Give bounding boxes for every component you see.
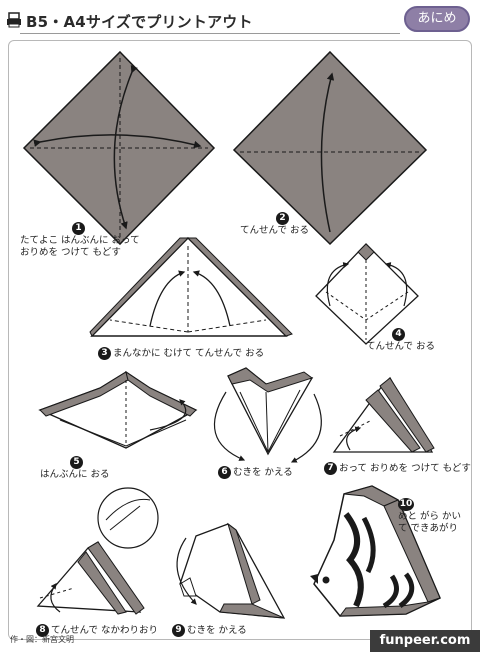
- step10-label: 10 めと がら かいて できあがり: [398, 498, 468, 535]
- header-divider: [20, 33, 400, 34]
- step7-diagram: [332, 376, 435, 453]
- step3-text: まんなかに むけて てんせんで おる: [113, 348, 265, 359]
- step6-text: むきを かえる: [233, 467, 293, 478]
- printer-icon: [7, 12, 21, 28]
- step2-label: 2 てんせんで おる: [240, 212, 309, 237]
- step6-diagram: [213, 367, 322, 463]
- step2-diagram: [232, 50, 428, 246]
- step3-number: 3: [98, 347, 111, 360]
- step1-number: 1: [72, 222, 85, 235]
- step3-diagram: [89, 236, 293, 337]
- step6-number: 6: [218, 466, 231, 479]
- step5-label: 5 はんぶんに おる: [40, 456, 110, 481]
- header: B5・A4サイズでプリントアウト あにめ: [0, 0, 480, 36]
- step1-diagram: [22, 50, 216, 246]
- step5-diagram: [38, 370, 198, 449]
- step4-label: 4 てんせんで おる: [366, 328, 435, 353]
- step9-number: 9: [172, 624, 185, 637]
- page-title: B5・A4サイズでプリントアウト: [26, 13, 253, 31]
- step9-diagram: [176, 522, 286, 619]
- step10-text: めと がら かいて できあがり: [398, 511, 462, 534]
- step1-text: たてよこ はんぶんに おって おりめを つけて もどす: [20, 235, 140, 258]
- step1-label: 1 たてよこ はんぶんに おって おりめを つけて もどす: [20, 222, 190, 259]
- anime-badge[interactable]: あにめ: [404, 6, 470, 32]
- step5-number: 5: [70, 456, 83, 469]
- content-frame: [8, 40, 472, 640]
- step10-diagram: [310, 485, 441, 617]
- step4-number: 4: [392, 328, 405, 341]
- step8-diagram: [36, 487, 159, 615]
- watermark-link[interactable]: funpeer.com: [370, 630, 480, 652]
- step8-text: てんせんで なかわりおり: [51, 625, 159, 636]
- step10-number: 10: [398, 498, 414, 511]
- step9-text: むきを かえる: [187, 625, 247, 636]
- step4-diagram: [315, 243, 419, 345]
- step5-text: はんぶんに おる: [40, 469, 110, 480]
- step2-number: 2: [276, 212, 289, 225]
- step2-text: てんせんで おる: [240, 225, 310, 236]
- step7-text: おって おりめを つけて もどす: [339, 463, 471, 474]
- credit-text: 作・図：新宮文明: [10, 635, 74, 644]
- step7-number: 7: [324, 462, 337, 475]
- step8-number: 8: [36, 624, 49, 637]
- step4-text: てんせんで おる: [366, 341, 436, 352]
